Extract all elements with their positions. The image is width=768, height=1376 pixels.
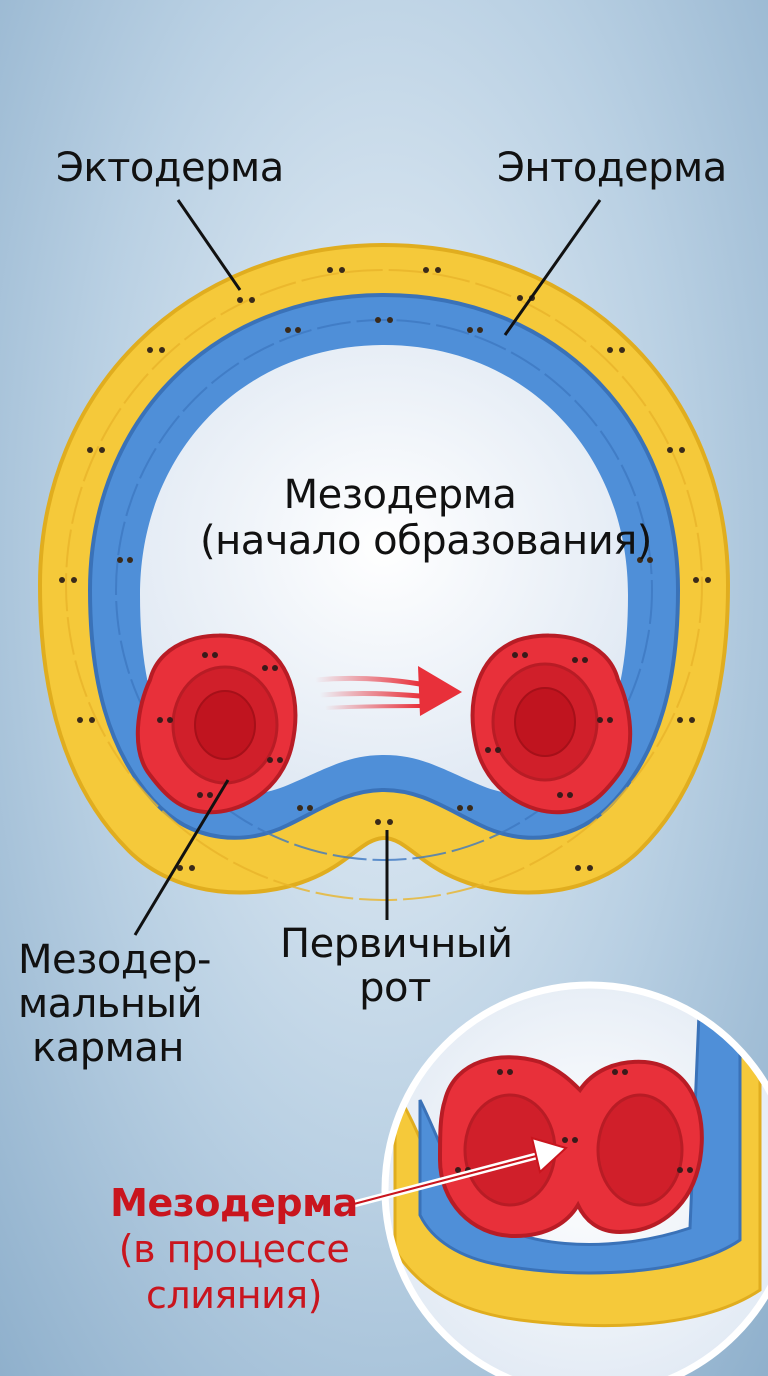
- label-primary-mouth: Первичный рот: [280, 921, 513, 1011]
- label-fusion-line1: Мезодерма: [110, 1181, 358, 1225]
- label-pocket-line1: Мезодер-: [18, 937, 211, 983]
- fusion-inset: [349, 981, 768, 1376]
- leader-pocket: [133, 779, 230, 936]
- label-endoderm: Энтодерма: [497, 145, 727, 191]
- label-mesodermal-pocket: Мезодер- мальный карман: [18, 937, 211, 1071]
- label-mesoderm-start: Мезодерма (начало образования): [200, 472, 652, 564]
- label-mesoderm-line2: (начало образования): [200, 518, 652, 564]
- migration-arrow: [314, 666, 462, 716]
- cell-faces: [59, 267, 711, 871]
- leader-endoderm: [503, 199, 602, 336]
- label-pocket-line3: карман: [32, 1025, 184, 1071]
- fusion-pointer-arrow: [349, 1136, 568, 1209]
- label-fusion-line3: слияния): [146, 1273, 322, 1317]
- label-pocket-line2: мальный: [18, 981, 203, 1027]
- mesoderm-pocket-right: [470, 633, 633, 815]
- ectoderm-cells: [65, 269, 703, 901]
- leader-ectoderm: [176, 199, 242, 291]
- label-mesoderm-line1: Мезодерма: [283, 472, 517, 518]
- mesoderm-pocket-left: [135, 633, 298, 815]
- embryo: [37, 242, 731, 901]
- label-mesoderm-fusion: Мезодерма (в процессе слияния): [104, 1180, 364, 1318]
- leader-lines: [133, 199, 602, 936]
- label-fusion-line2: (в процессе: [118, 1227, 350, 1271]
- label-mouth-line1: Первичный: [280, 921, 513, 967]
- endoderm-cells: [115, 319, 653, 861]
- label-ectoderm: Эктодерма: [56, 145, 284, 191]
- label-mouth-line2: рот: [359, 965, 431, 1011]
